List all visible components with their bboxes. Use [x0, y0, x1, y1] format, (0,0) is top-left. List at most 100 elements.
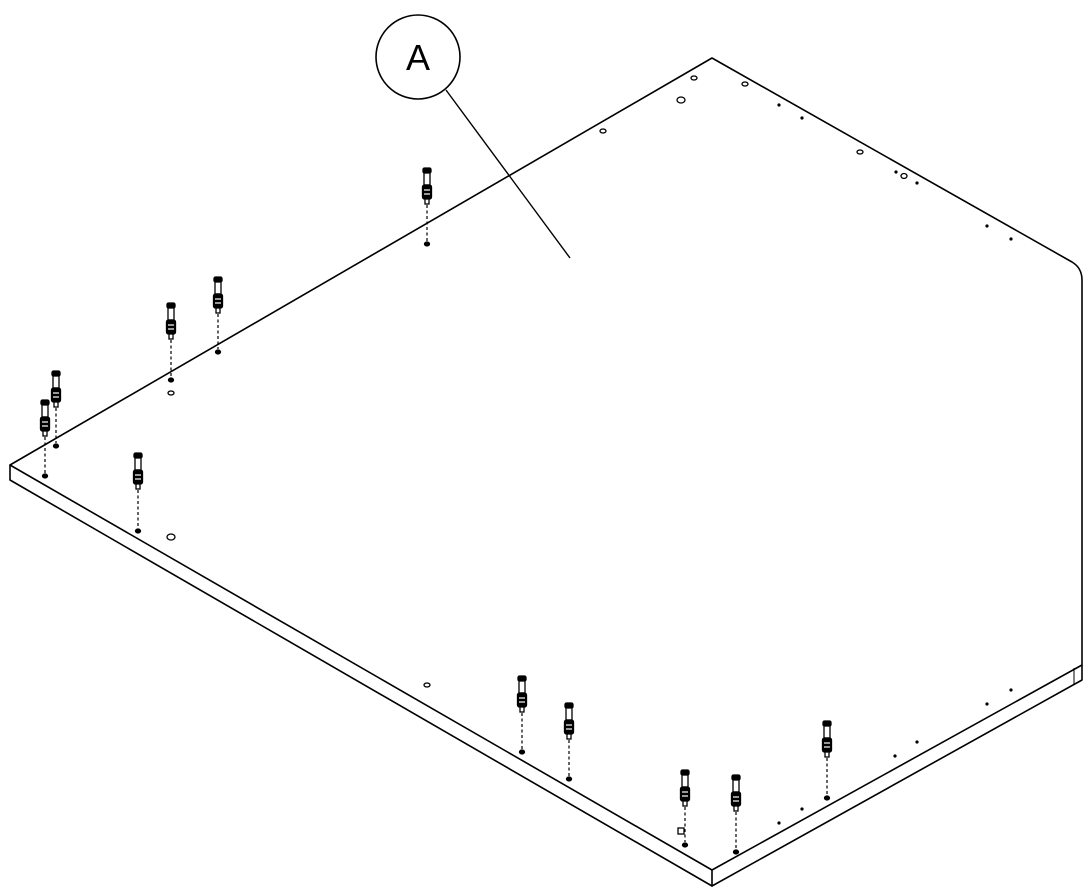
panel-small-dots	[777, 103, 1013, 825]
hole	[900, 172, 908, 180]
screw-tip	[53, 401, 59, 408]
hole	[599, 128, 607, 134]
screw	[516, 675, 528, 755]
screw-body	[132, 469, 144, 485]
dot	[893, 754, 897, 758]
screw-tip	[168, 333, 174, 340]
screw-shank	[518, 680, 526, 694]
leader-line	[445, 89, 571, 259]
screw-body	[821, 737, 833, 753]
dot	[985, 702, 989, 706]
screw-tip	[424, 198, 430, 205]
hole	[856, 149, 864, 155]
screw-head	[51, 370, 61, 377]
screw-tip	[824, 751, 830, 758]
screw	[50, 370, 62, 449]
screw	[39, 399, 51, 479]
screw-hole	[41, 473, 49, 479]
screw-shank	[52, 375, 60, 389]
screw-hole	[167, 377, 175, 383]
dot	[915, 740, 919, 744]
screw-head	[133, 452, 143, 459]
dot	[915, 181, 919, 185]
screw-shank	[823, 725, 831, 739]
panel-side-edge	[711, 665, 1083, 887]
screw-tip	[42, 430, 48, 437]
screw-body	[516, 692, 528, 708]
screw-shank	[732, 779, 740, 793]
screw-head	[213, 276, 223, 283]
screw-head	[731, 774, 741, 781]
screw-shank	[681, 774, 689, 788]
hole	[676, 96, 686, 104]
dot	[985, 224, 989, 228]
screw-tip	[215, 307, 221, 314]
screw-tip	[135, 483, 141, 490]
screw-hole	[134, 528, 142, 534]
screw-body	[679, 786, 691, 802]
screw	[563, 702, 575, 782]
screw-hole	[681, 842, 689, 848]
screw	[679, 769, 691, 848]
screw-hole	[732, 849, 740, 855]
dot	[800, 116, 804, 120]
callout-circle	[375, 14, 461, 100]
screw	[165, 302, 177, 383]
panel-holes	[166, 75, 908, 835]
screw-shank	[167, 307, 175, 321]
screw-tip	[519, 706, 525, 713]
dot	[777, 103, 781, 107]
screw	[821, 720, 833, 801]
screw-hole	[423, 241, 431, 247]
dot	[1009, 237, 1013, 241]
screw-head	[166, 302, 176, 309]
screw	[132, 452, 144, 534]
dot	[1009, 688, 1013, 692]
panel-top-face	[9, 57, 1083, 871]
screw-shank	[423, 172, 431, 186]
screw-body	[50, 387, 62, 403]
screw-body	[563, 719, 575, 735]
screw-shank	[214, 281, 222, 295]
screw-hole	[518, 749, 526, 755]
screw-head	[822, 720, 832, 727]
screw-tip	[566, 733, 572, 740]
screw-shank	[41, 404, 49, 418]
screw-hole	[52, 443, 60, 449]
panel-board	[9, 57, 1083, 887]
hole	[690, 75, 698, 81]
screw	[212, 276, 224, 355]
screw-hole	[214, 349, 222, 355]
hole	[741, 81, 749, 87]
dot	[800, 807, 804, 811]
screw-head	[422, 167, 432, 174]
dot	[777, 821, 781, 825]
screw-body	[212, 293, 224, 309]
screw-hole	[823, 795, 831, 801]
screw-body	[730, 791, 742, 807]
callout-a: A	[375, 14, 571, 259]
screw-tip	[682, 800, 688, 807]
dot	[894, 170, 898, 174]
screw-head	[564, 702, 574, 709]
screw-hole	[565, 776, 573, 782]
screw-tip	[733, 805, 739, 812]
screw	[421, 167, 433, 247]
hole	[167, 390, 175, 396]
screw-body	[39, 416, 51, 432]
screw-shank	[565, 707, 573, 721]
screw-head	[40, 399, 50, 406]
hole	[166, 533, 176, 541]
panel-front-edge	[9, 465, 713, 887]
screw-shank	[134, 457, 142, 471]
screw-body	[421, 184, 433, 200]
screw-body	[165, 319, 177, 335]
hole	[423, 682, 431, 688]
screw-head	[680, 769, 690, 776]
screw-group	[39, 167, 833, 855]
screw	[730, 774, 742, 855]
hole	[677, 827, 685, 835]
callout-label: A	[406, 37, 430, 78]
screw-head	[517, 675, 527, 682]
